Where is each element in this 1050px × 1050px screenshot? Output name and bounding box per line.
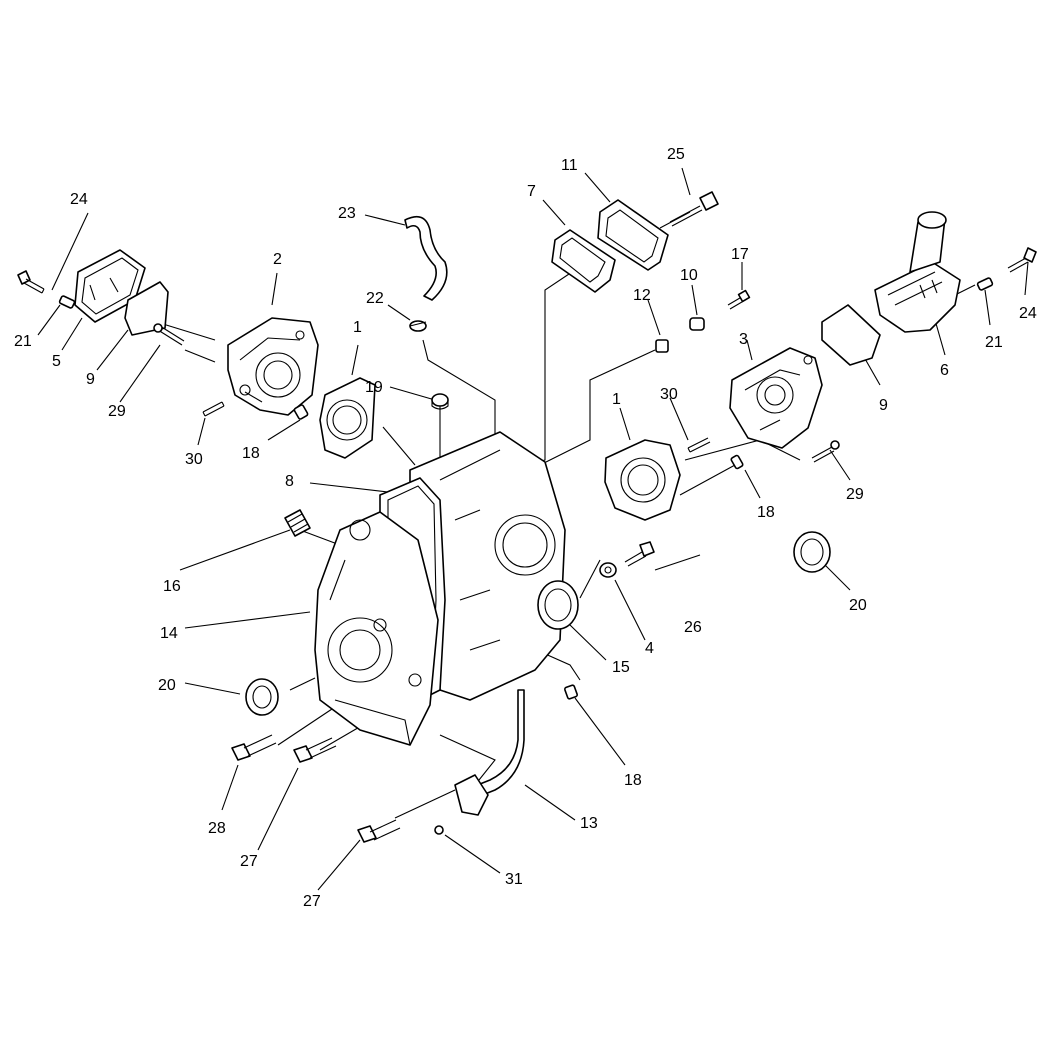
callout-5: 5 bbox=[52, 353, 61, 370]
dowel-18-lower-icon bbox=[564, 684, 578, 700]
callout-18-right: 18 bbox=[757, 504, 775, 521]
oil-seal-20-right-icon bbox=[793, 531, 831, 573]
head-gasket-1-left-icon bbox=[319, 377, 376, 459]
callout-17: 17 bbox=[731, 246, 749, 263]
callout-12: 12 bbox=[633, 287, 651, 304]
callout-6: 6 bbox=[940, 362, 949, 379]
head-gasket-1-right-icon bbox=[604, 439, 681, 521]
callout-3: 3 bbox=[739, 331, 748, 348]
callout-26: 26 bbox=[684, 619, 702, 636]
callout-4: 4 bbox=[645, 640, 654, 657]
callout-15: 15 bbox=[612, 659, 630, 676]
gasket-9-left-icon bbox=[124, 281, 169, 336]
callout-27-lower: 27 bbox=[303, 893, 321, 910]
callout-31: 31 bbox=[505, 871, 523, 888]
callout-2: 2 bbox=[273, 251, 282, 268]
dipstick-tube-13-icon bbox=[454, 689, 525, 816]
plug-16-icon bbox=[284, 509, 311, 537]
stud-30-left-icon bbox=[202, 401, 225, 417]
cylinder-head-3-icon bbox=[729, 347, 823, 449]
gasket-9-right-icon bbox=[821, 304, 881, 366]
bolt-27-upper-icon bbox=[293, 737, 337, 763]
stud-21-left-icon bbox=[58, 295, 76, 309]
bolt-26-icon bbox=[624, 541, 655, 567]
gasket-7-icon bbox=[551, 229, 616, 293]
callouts: 24 21 5 9 29 2 30 18 23 22 1 19 7 11 25 … bbox=[14, 146, 1037, 910]
dowel-18-left-icon bbox=[293, 404, 309, 420]
bolt-27-lower-icon bbox=[357, 819, 401, 843]
stud-30-right-icon bbox=[687, 437, 711, 453]
dowel-18-right-icon bbox=[730, 454, 744, 470]
bolt-24-right-icon bbox=[1007, 247, 1037, 273]
callout-9-right: 9 bbox=[879, 397, 888, 414]
callout-8: 8 bbox=[285, 473, 294, 490]
callout-25: 25 bbox=[667, 146, 685, 163]
callout-22: 22 bbox=[366, 290, 384, 307]
callout-20-right: 20 bbox=[849, 597, 867, 614]
callout-1-left: 1 bbox=[353, 319, 362, 336]
nut-10-icon bbox=[689, 317, 705, 331]
callout-21-right: 21 bbox=[985, 334, 1003, 351]
bolt-24-left-icon bbox=[17, 270, 45, 294]
callout-13: 13 bbox=[580, 815, 598, 832]
callout-19: 19 bbox=[365, 379, 383, 396]
clamp-22-icon bbox=[409, 320, 427, 332]
callout-21-left: 21 bbox=[14, 333, 32, 350]
callout-29-left: 29 bbox=[108, 403, 126, 420]
stud-21-right-icon bbox=[976, 277, 994, 291]
callout-24-right: 24 bbox=[1019, 305, 1037, 322]
callout-24-left: 24 bbox=[70, 191, 88, 208]
callout-9-left: 9 bbox=[86, 371, 95, 388]
callout-10: 10 bbox=[680, 267, 698, 284]
o-ring-31-icon bbox=[434, 825, 444, 835]
head-cover-6-icon bbox=[874, 211, 961, 333]
callout-20-left: 20 bbox=[158, 677, 176, 694]
callout-29-right: 29 bbox=[846, 486, 864, 503]
bolt-29-right-icon bbox=[811, 440, 840, 463]
washer-4-icon bbox=[599, 562, 617, 578]
callout-30-left: 30 bbox=[185, 451, 203, 468]
cylinder-head-2-icon bbox=[227, 317, 319, 416]
crankcase-15-icon bbox=[409, 431, 579, 701]
callout-1-right: 1 bbox=[612, 391, 621, 408]
callout-30-right: 30 bbox=[660, 386, 678, 403]
dowel-12-icon bbox=[655, 339, 669, 353]
bolt-28-icon bbox=[231, 734, 277, 761]
plug-19-icon bbox=[431, 393, 449, 410]
oil-seal-20-left-icon bbox=[245, 678, 279, 716]
callout-18-left: 18 bbox=[242, 445, 260, 462]
callout-28: 28 bbox=[208, 820, 226, 837]
hose-23-icon bbox=[404, 215, 448, 301]
screw-17-icon bbox=[727, 289, 751, 310]
bolt-29-left-icon bbox=[153, 323, 185, 346]
crankcase-cover-14-icon bbox=[314, 511, 439, 746]
callout-11: 11 bbox=[561, 157, 578, 174]
callout-18-lower: 18 bbox=[624, 772, 642, 789]
callout-14: 14 bbox=[160, 625, 178, 642]
bolt-25-icon bbox=[669, 191, 719, 227]
callout-7: 7 bbox=[527, 183, 536, 200]
callout-16: 16 bbox=[163, 578, 181, 595]
cover-11-icon bbox=[597, 199, 669, 271]
callout-23: 23 bbox=[338, 205, 356, 222]
callout-27-upper: 27 bbox=[240, 853, 258, 870]
